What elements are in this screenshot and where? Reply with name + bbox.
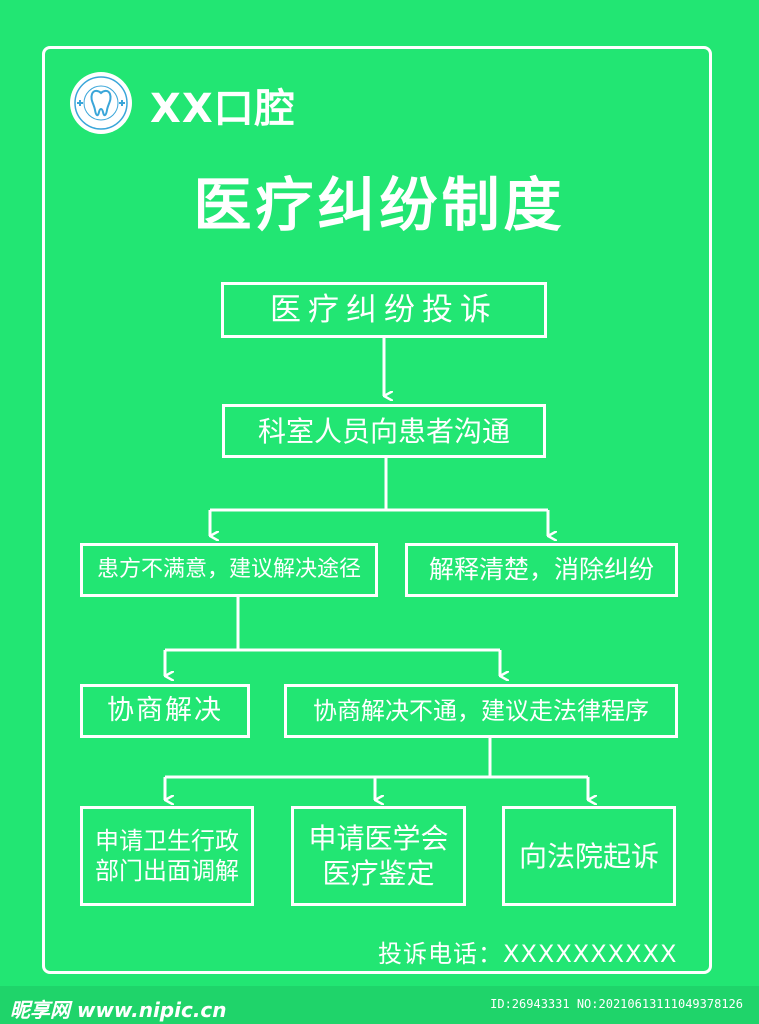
- footer-bar: [0, 986, 759, 1024]
- tooth-logo-icon: [70, 72, 132, 134]
- flow-step-complaint: 医疗纠纷投诉: [221, 282, 547, 338]
- flow-step-unsatisfied: 患方不满意，建议解决途径: [80, 543, 378, 597]
- flow-step-resolved: 解释清楚，消除纠纷: [405, 543, 678, 597]
- watermark-site: 昵享网 www.nipic.cn: [10, 998, 227, 1022]
- watermark-id: ID:26943331 NO:20210613111049378126: [490, 997, 743, 1011]
- flow-step-negotiate: 协商解决: [80, 684, 250, 738]
- page-title: 医疗纠纷制度: [193, 171, 566, 239]
- flow-step-mediation: 申请卫生行政 部门出面调解: [80, 806, 254, 906]
- flow-step-communicate: 科室人员向患者沟通: [222, 404, 546, 458]
- complaint-phone: 投诉电话：XXXXXXXXXX: [378, 940, 678, 968]
- flow-step-legal: 协商解决不通，建议走法律程序: [284, 684, 678, 738]
- flow-step-appraisal: 申请医学会 医疗鉴定: [291, 806, 466, 906]
- brand-name: XX口腔: [150, 86, 296, 132]
- poster-frame: [42, 46, 712, 974]
- flow-step-lawsuit: 向法院起诉: [502, 806, 676, 906]
